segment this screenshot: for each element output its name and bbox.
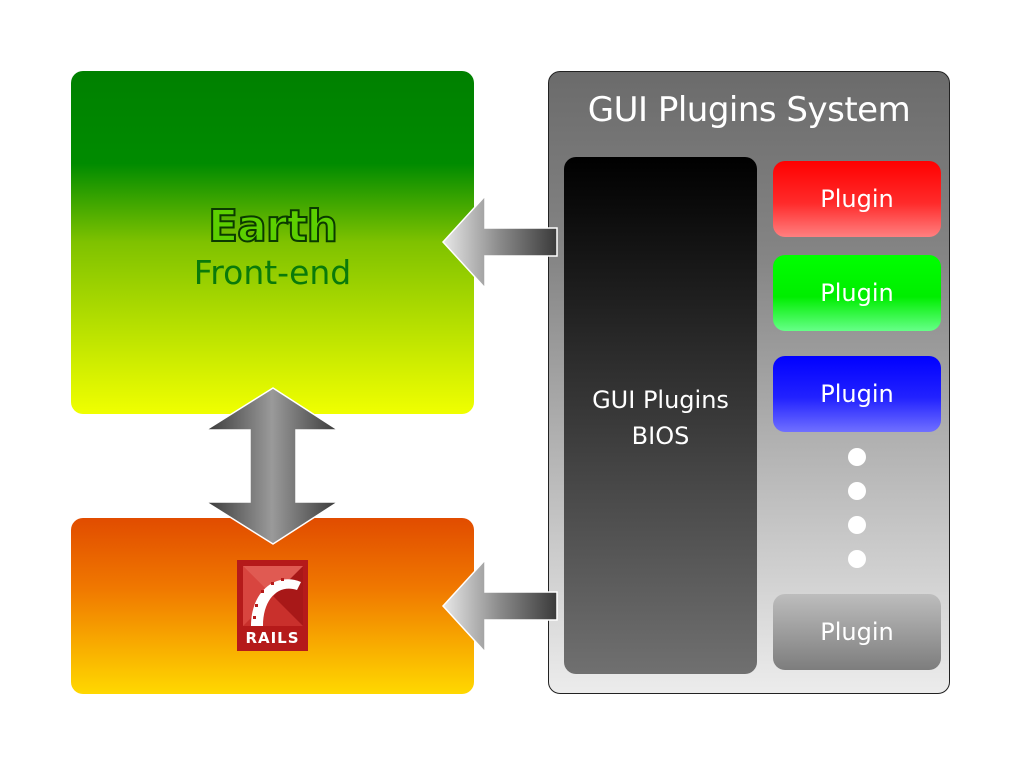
gui-plugins-system-panel: GUI Plugins System GUI Plugins BIOS Plug… [548, 71, 950, 694]
ellipsis-dot [848, 482, 866, 500]
arrow-bios-to-rails [441, 558, 558, 654]
earth-logo-text: Earth [207, 201, 339, 252]
plugin-red: Plugin [773, 161, 941, 237]
earth-frontend-box: Earth Front-end [71, 71, 474, 414]
rails-backend-box: RAILS [71, 518, 474, 694]
arrow-earth-rails-bidirectional [203, 387, 341, 545]
ellipsis-dot [848, 448, 866, 466]
earth-subtitle: Front-end [193, 253, 352, 292]
plugin-blue: Plugin [773, 356, 941, 432]
plugin-gray: Plugin [773, 594, 941, 670]
ellipsis-dot [848, 516, 866, 534]
arrow-bios-to-earth [441, 194, 558, 290]
bios-label: GUI Plugins BIOS [592, 386, 729, 450]
ellipsis-dot [848, 550, 866, 568]
plugin-green: Plugin [773, 255, 941, 331]
rails-logo-text: RAILS [245, 629, 300, 647]
system-title: GUI Plugins System [587, 90, 911, 130]
rails-logo: RAILS [237, 560, 308, 651]
rails-logo-graphic [237, 560, 308, 651]
gui-plugins-bios-box: GUI Plugins BIOS [564, 157, 757, 674]
